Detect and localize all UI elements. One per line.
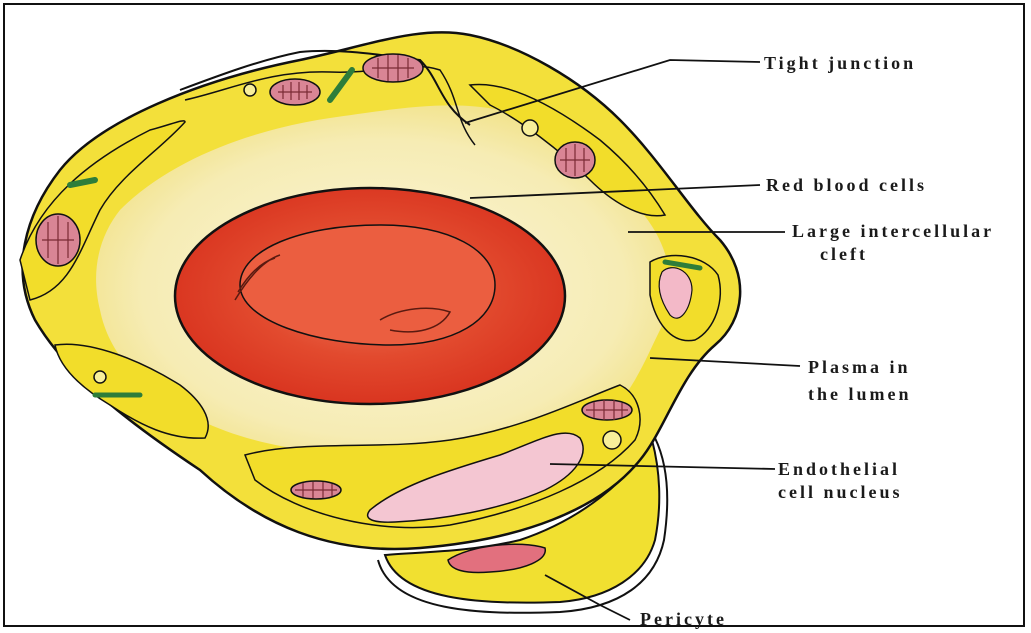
label-pericyte: Pericyte [640, 608, 727, 630]
label-nucleus-line2: cell nucleus [778, 481, 903, 503]
mitochondrion [36, 214, 80, 266]
vesicle [244, 84, 256, 96]
label-tight-junction: Tight junction [764, 52, 916, 74]
label-red-blood-cells: Red blood cells [766, 174, 927, 196]
label-cleft-line2: cleft [820, 243, 868, 265]
label-plasma-line1: Plasma in [808, 356, 911, 378]
label-nucleus-line1: Endothelial [778, 458, 900, 480]
mitochondrion [291, 481, 341, 499]
mitochondrion [270, 79, 320, 105]
vesicle [603, 431, 621, 449]
mitochondrion [555, 142, 595, 178]
vesicle [94, 371, 106, 383]
mitochondrion [582, 400, 632, 420]
mitochondrion [363, 54, 423, 82]
label-cleft-line1: Large intercellular [792, 220, 994, 242]
vesicle [522, 120, 538, 136]
label-plasma-line2: the lumen [808, 383, 912, 405]
